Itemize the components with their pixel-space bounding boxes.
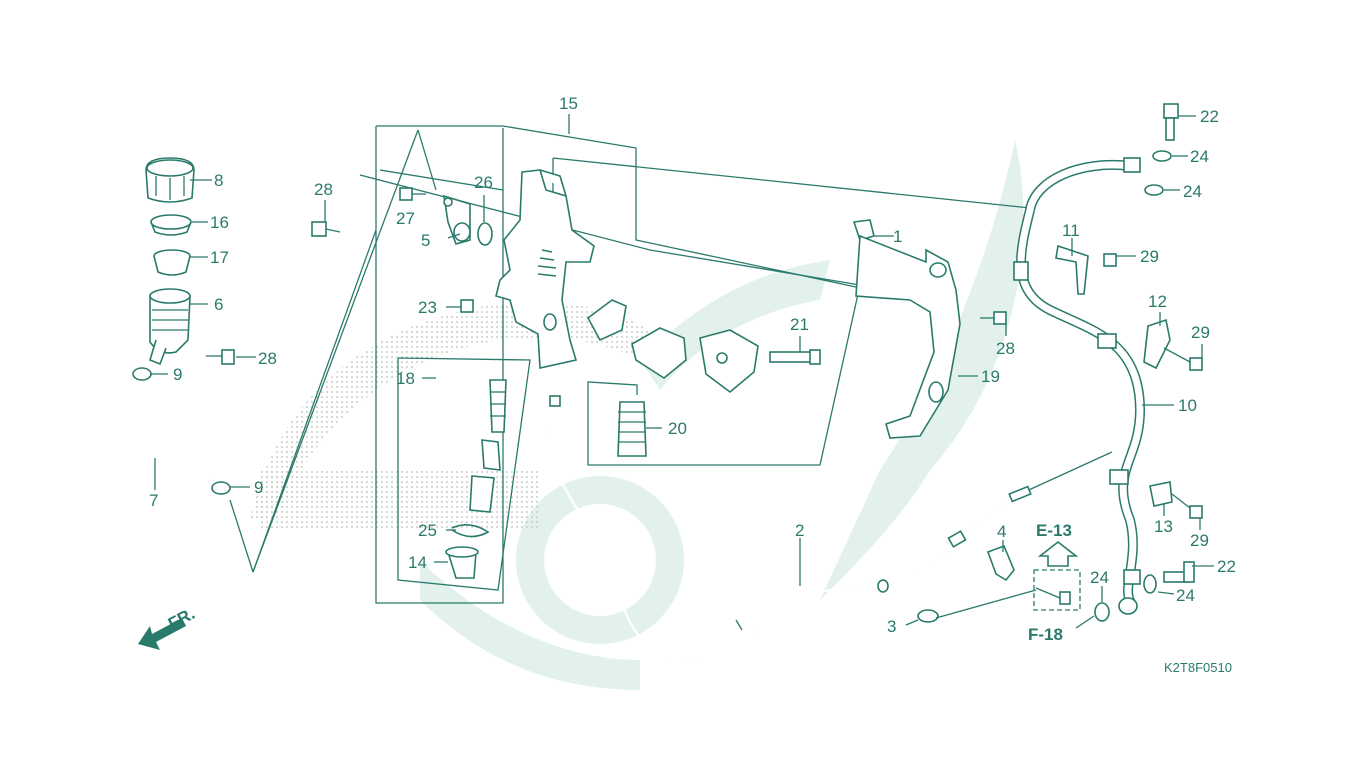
bolt-23 — [460, 299, 474, 313]
bolt-29-upper — [1103, 253, 1117, 267]
hose-clamp-12 — [1143, 318, 1171, 370]
callout-14: 14 — [408, 553, 427, 572]
banjo-bolt-22-top — [1163, 103, 1179, 141]
callout-2: 2 — [795, 521, 804, 540]
cable-clip-3 — [917, 609, 939, 623]
dust-boot-20 — [617, 401, 647, 457]
bolt-28-reservoir — [206, 349, 235, 365]
callout-15: 15 — [559, 94, 578, 113]
callout-10: 10 — [1178, 396, 1197, 415]
washer-24-top-1 — [1152, 150, 1172, 162]
callout-labels: 1 2 3 4 5 6 7 8 9 9 10 11 12 13 14 15 16… — [149, 94, 1236, 675]
callout-17: 17 — [210, 248, 229, 267]
callout-26: 26 — [474, 173, 493, 192]
callout-29-middle: 29 — [1191, 323, 1210, 342]
callout-9-upper: 9 — [173, 365, 182, 384]
callout-29-upper: 29 — [1140, 247, 1159, 266]
bolt-29-lower — [1189, 505, 1203, 519]
callout-28-reservoir: 28 — [258, 349, 277, 368]
reservoir-hose — [106, 376, 220, 482]
cable-guide-4 — [986, 544, 1015, 582]
washer-24-bottom-1 — [1143, 574, 1157, 594]
washer-24-bottom-2 — [1094, 602, 1110, 622]
callout-21: 21 — [790, 315, 809, 334]
clutch-cable — [545, 395, 1113, 663]
callout-29-lower: 29 — [1190, 531, 1209, 550]
callout-23: 23 — [418, 298, 437, 317]
callout-13: 13 — [1154, 517, 1173, 536]
bolt-28-cover — [980, 311, 1007, 325]
master-cylinder — [495, 169, 595, 369]
callout-12: 12 — [1148, 292, 1167, 311]
callout-22-top: 22 — [1200, 107, 1219, 126]
reference-box — [1033, 540, 1095, 629]
lever-bracket — [699, 329, 759, 394]
reference-f18: F-18 — [1028, 625, 1063, 644]
callout-1: 1 — [893, 227, 902, 246]
cover-19 — [855, 234, 961, 439]
diagram-code: K2T8F0510 — [1164, 660, 1232, 675]
circlip-25 — [451, 524, 490, 538]
callout-24-c: 24 — [1090, 568, 1109, 587]
leader-lines — [150, 115, 1214, 626]
callout-7: 7 — [149, 491, 158, 510]
callout-24-b: 24 — [1183, 182, 1202, 201]
callout-4: 4 — [997, 522, 1006, 541]
bolt-29-middle — [1189, 357, 1203, 371]
lever-pivot-plate — [631, 327, 687, 379]
boot-14 — [445, 546, 479, 579]
callout-28-cover: 28 — [996, 339, 1015, 358]
lever-bracket-5 — [443, 194, 471, 245]
front-direction-arrow: FR. — [138, 604, 198, 650]
bolt-28-upper-left — [311, 221, 341, 237]
callout-9-lower: 9 — [254, 478, 263, 497]
callout-24-a: 24 — [1190, 147, 1209, 166]
callout-27: 27 — [396, 209, 415, 228]
hose-clamp-13 — [1149, 481, 1173, 507]
reservoir-cap — [145, 157, 195, 203]
callout-3: 3 — [887, 617, 896, 636]
clutch-hose — [1013, 157, 1146, 615]
bolt-e13 — [1035, 587, 1071, 605]
screw-27 — [399, 187, 426, 201]
reservoir-diaphragm-plate — [150, 214, 192, 236]
o-ring-26 — [477, 222, 493, 246]
push-rod-assembly — [469, 379, 507, 513]
callout-5: 5 — [421, 231, 430, 250]
callout-11: 11 — [1062, 221, 1080, 240]
callout-24-d: 24 — [1176, 586, 1195, 605]
reference-e13: E-13 — [1036, 521, 1072, 540]
callout-25: 25 — [418, 521, 437, 540]
callout-18: 18 — [396, 369, 415, 388]
callout-6: 6 — [214, 295, 223, 314]
callout-20: 20 — [668, 419, 687, 438]
hose-clip-upper — [132, 367, 152, 381]
callout-19: 19 — [981, 367, 1000, 386]
reservoir-body — [149, 288, 191, 366]
hose-clip-lower — [211, 481, 231, 495]
bolt-21 — [769, 349, 821, 365]
reservoir-diaphragm — [153, 249, 191, 276]
callout-16: 16 — [210, 213, 229, 232]
washer-24-top-2 — [1144, 184, 1164, 196]
hose-bracket-11 — [1055, 244, 1089, 295]
callout-8: 8 — [214, 171, 223, 190]
callout-28-upper-left: 28 — [314, 180, 333, 199]
callout-22-bottom: 22 — [1217, 557, 1236, 576]
lever-clip — [586, 299, 627, 342]
banjo-bolt-22-bottom — [1163, 561, 1195, 583]
